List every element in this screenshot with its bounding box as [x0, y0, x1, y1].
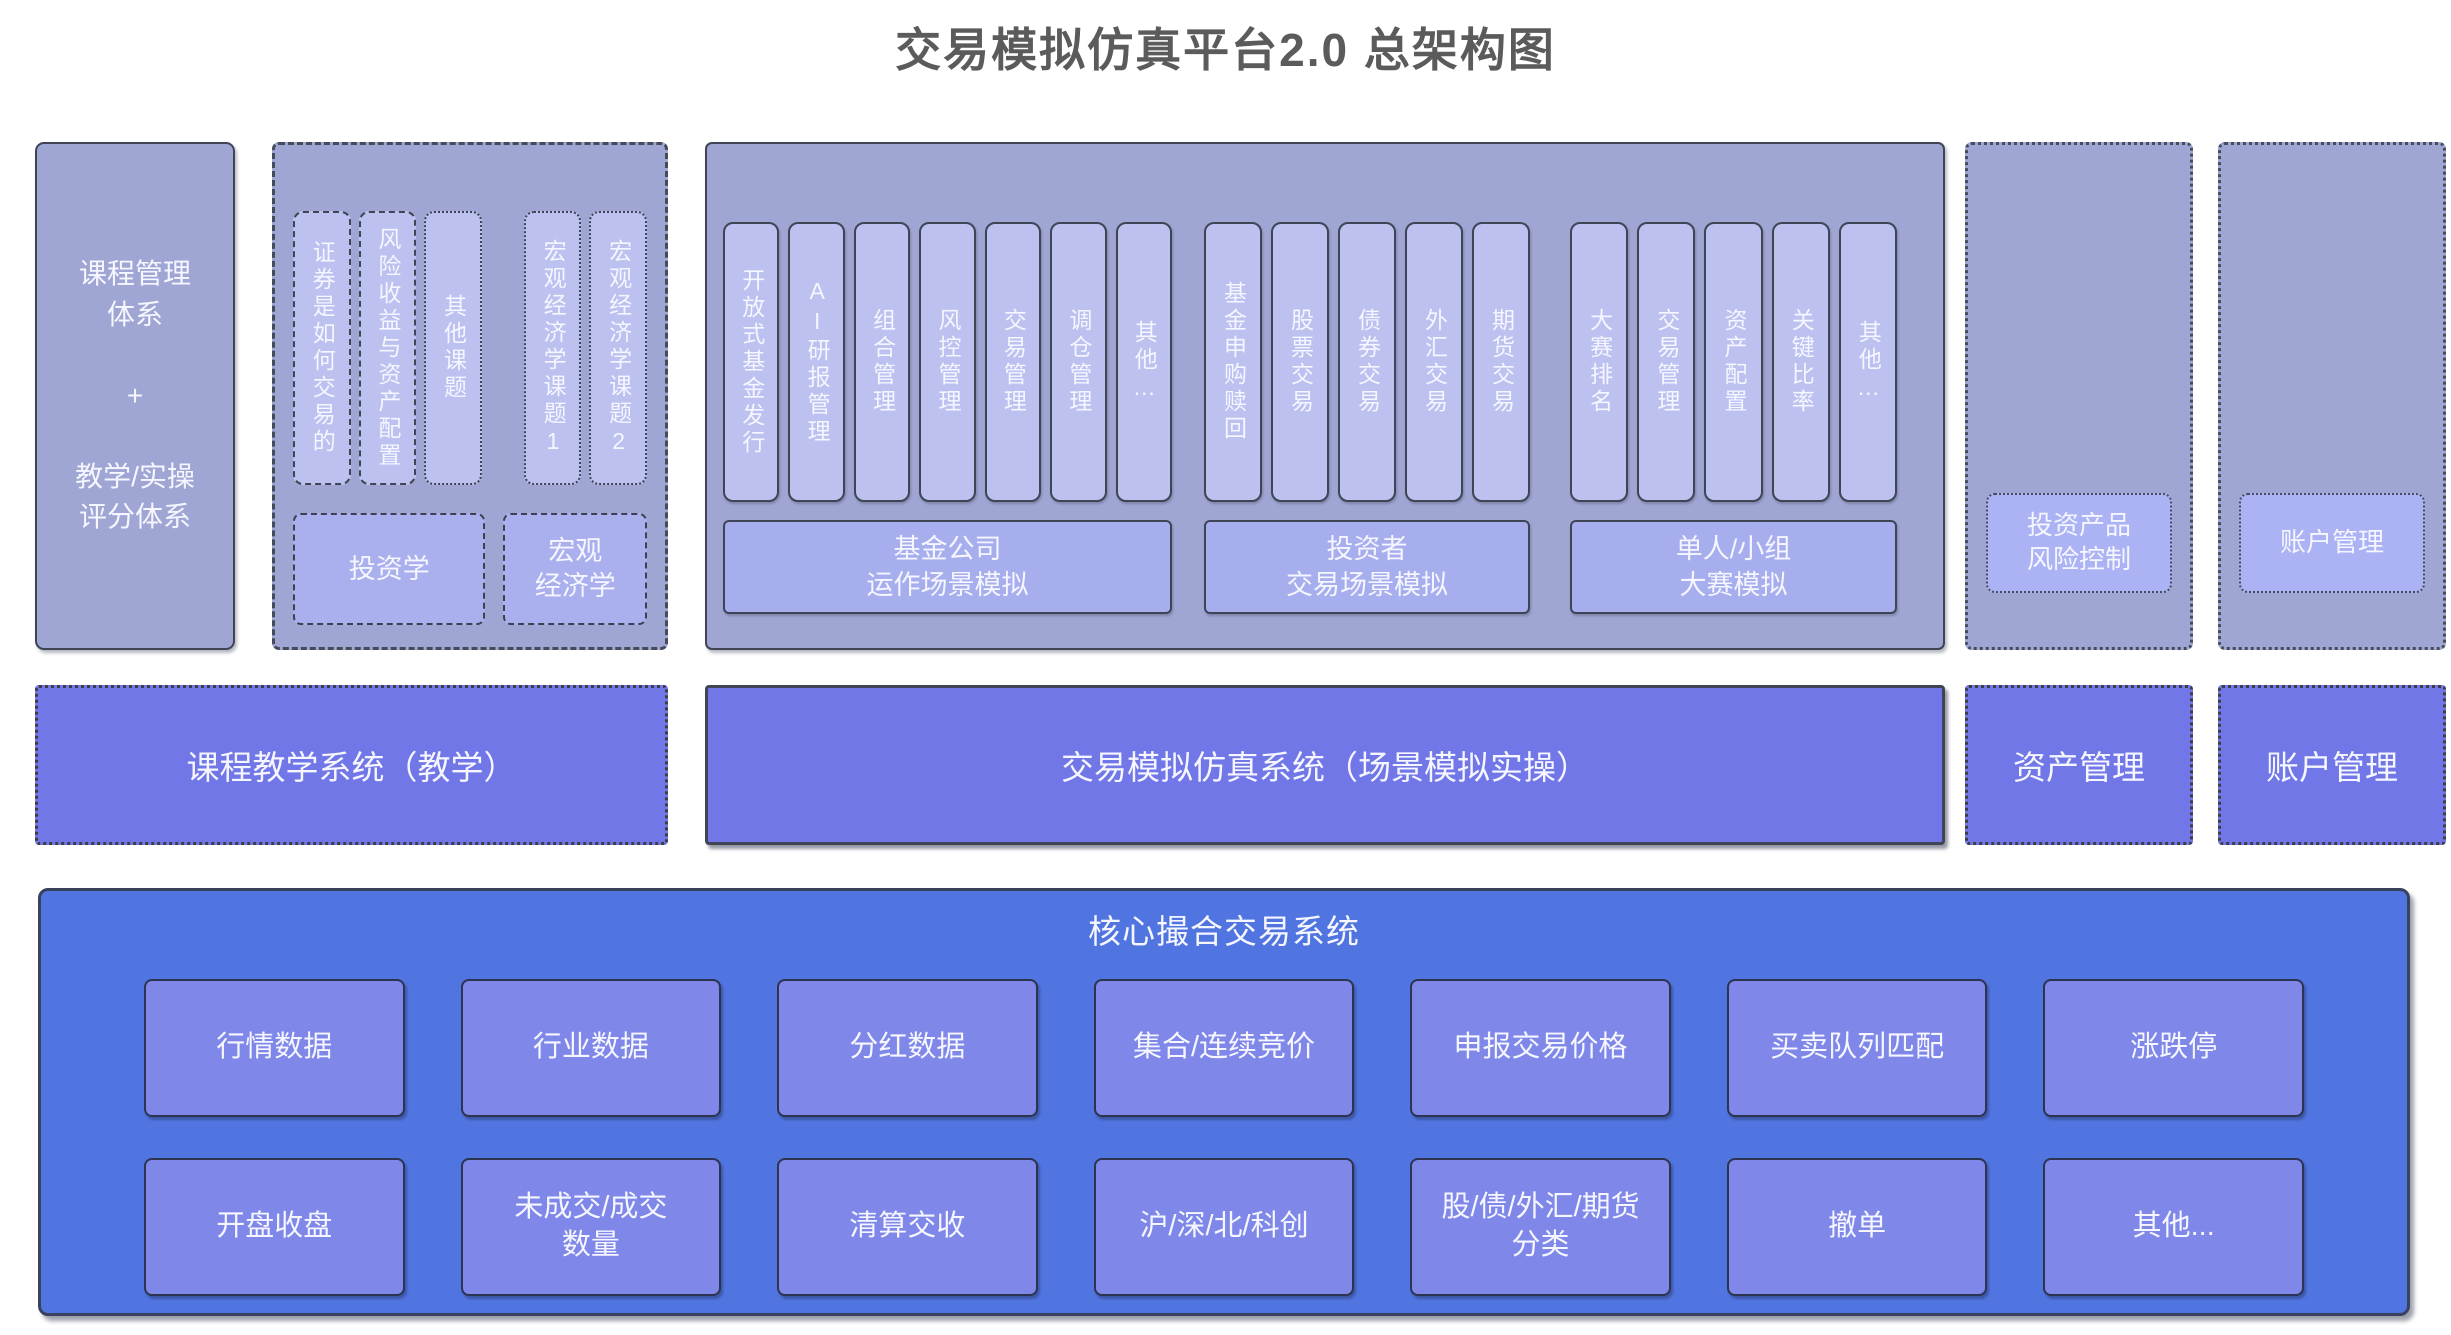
system-trading-simulation: 交易模拟仿真系统（场景模拟实操） — [705, 685, 1945, 845]
scenario-pill: 风控管理 — [919, 222, 976, 502]
spacer — [1945, 685, 1965, 845]
core-function-cell: 分红数据 — [777, 979, 1038, 1117]
scenario-cluster: 大赛排名交易管理资产配置关键比率其他… 单人/小组 大赛模拟 — [1570, 222, 1898, 648]
spacer — [1945, 142, 1965, 650]
system-account-management: 账户管理 — [2218, 685, 2446, 845]
core-function-cell: 其他... — [2043, 1158, 2304, 1296]
spacer — [668, 685, 705, 845]
risk-control-box: 投资产品 风险控制 — [1986, 493, 2172, 593]
system-course-teaching: 课程教学系统（教学） — [35, 685, 668, 845]
scenario-pill: 调仓管理 — [1050, 222, 1107, 502]
course-boxes: 投资学宏观 经济学 — [293, 513, 647, 625]
topic-pill: 宏观经济学课题2 — [589, 211, 647, 486]
page-title: 交易模拟仿真平台2.0 总架构图 — [895, 24, 1556, 76]
scenario-footer: 单人/小组 大赛模拟 — [1570, 520, 1897, 614]
scenario-pill: 期货交易 — [1472, 222, 1530, 502]
core-function-cell: 开盘收盘 — [144, 1158, 405, 1296]
core-function-cell: 买卖队列匹配 — [1726, 979, 1988, 1117]
core-function-cell: 行业数据 — [460, 979, 722, 1117]
scenario-pill: 其他… — [1838, 222, 1898, 502]
core-function-cell: 涨跌停 — [2043, 979, 2304, 1117]
core-function-cell: 沪/深/北/科创 — [1093, 1158, 1355, 1296]
topic-pill: 其他课题 — [424, 211, 482, 486]
scenario-pills: 大赛排名交易管理资产配置关键比率其他… — [1570, 222, 1898, 502]
scenario-pill: AI研报管理 — [788, 222, 845, 502]
scenario-pill: 外汇交易 — [1405, 222, 1463, 502]
scenario-pills: 基金申购赎回股票交易债券交易外汇交易期货交易 — [1204, 222, 1530, 502]
spacer — [2193, 685, 2218, 845]
scenario-pill: 其他… — [1115, 222, 1172, 502]
account-group: 账户管理 — [2218, 142, 2446, 650]
spacer — [235, 142, 272, 650]
spacer — [668, 142, 705, 650]
system-layer: 课程教学系统（教学） 交易模拟仿真系统（场景模拟实操） 资产管理 账户管理 — [35, 685, 2446, 845]
scenario-footer: 投资者 交易场景模拟 — [1204, 520, 1530, 614]
topic-pill: 宏观经济学课题1 — [523, 211, 582, 486]
core-function-cell: 清算交收 — [777, 1158, 1038, 1296]
topic-pill: 风险收益与资产配置 — [358, 211, 417, 486]
scenario-pill: 大赛排名 — [1570, 222, 1629, 502]
scenario-pill: 债券交易 — [1338, 222, 1396, 502]
scenario-pill: 关键比率 — [1771, 222, 1830, 502]
scenario-pill: 交易管理 — [1637, 222, 1696, 502]
account-box: 账户管理 — [2239, 493, 2425, 593]
scenario-pill: 交易管理 — [984, 222, 1042, 502]
course-box: 投资学 — [293, 513, 486, 625]
system-asset-management: 资产管理 — [1965, 685, 2193, 845]
course-management-column: 课程管理 体系 + 教学/实操 评分体系 — [35, 142, 235, 650]
scenario-pill: 资产配置 — [1704, 222, 1763, 502]
course-box: 宏观 经济学 — [503, 513, 647, 625]
scenario-pill: 基金申购赎回 — [1204, 222, 1262, 502]
scenario-footer: 基金公司 运作场景模拟 — [723, 520, 1172, 614]
core-function-cell: 股/债/外汇/期货 分类 — [1410, 1158, 1671, 1296]
scenario-pill: 组合管理 — [853, 222, 911, 502]
spacer — [2193, 142, 2218, 650]
topic-pill: 证券是如何交易的 — [293, 211, 351, 486]
core-function-cell: 申报交易价格 — [1410, 979, 1671, 1117]
core-function-cell: 撤单 — [1726, 1158, 1988, 1296]
scenario-pill: 股票交易 — [1271, 222, 1329, 502]
scenario-pill: 开放式基金发行 — [723, 222, 780, 502]
core-system-title: 核心撮合交易系统 — [1088, 913, 1360, 950]
core-function-cell: 集合/连续竞价 — [1093, 979, 1355, 1117]
core-system-grid: 行情数据行业数据分红数据集合/连续竞价申报交易价格买卖队列匹配涨跌停开盘收盘未成… — [144, 979, 2304, 1296]
risk-control-group: 投资产品 风险控制 — [1965, 142, 2193, 650]
scenario-cluster: 基金申购赎回股票交易债券交易外汇交易期货交易投资者 交易场景模拟 — [1204, 222, 1530, 648]
core-function-cell: 行情数据 — [144, 979, 405, 1117]
top-layer: 课程管理 体系 + 教学/实操 评分体系 证券是如何交易的风险收益与资产配置其他… — [35, 142, 2446, 650]
core-matching-system: 核心撮合交易系统 行情数据行业数据分红数据集合/连续竞价申报交易价格买卖队列匹配… — [38, 888, 2410, 1316]
core-function-cell: 未成交/成交 数量 — [460, 1158, 722, 1296]
